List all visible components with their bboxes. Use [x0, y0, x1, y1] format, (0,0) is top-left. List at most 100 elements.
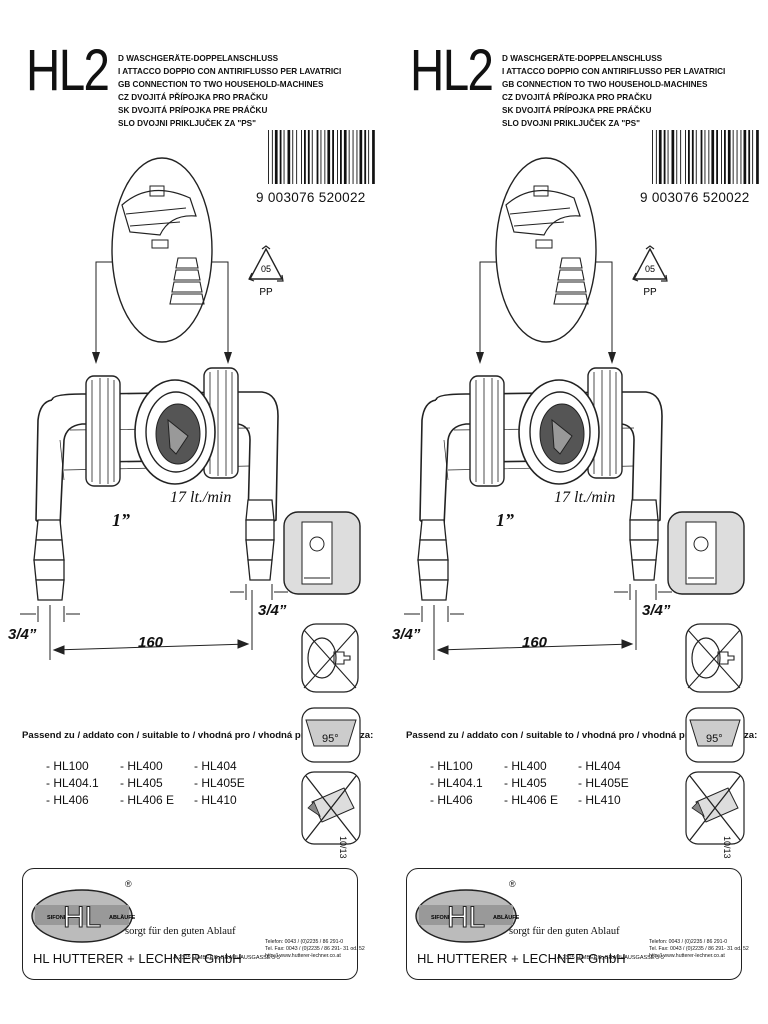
outlet-dimension-left: 3/4” — [8, 626, 37, 643]
model-item: - HL406 — [46, 793, 89, 807]
outlet-dimension-right: 3/4” — [258, 602, 287, 619]
models-column: - HL400 - HL405 - HL406 E — [120, 758, 174, 809]
barcode-bar — [740, 130, 742, 184]
flow-rate-label: 17 lt./min — [554, 489, 616, 506]
barcode-bar — [736, 130, 738, 184]
barcode-bar — [704, 130, 706, 184]
inlet-ring — [518, 379, 600, 485]
registered-mark: ® — [509, 879, 516, 889]
fitting-technical-drawing — [404, 157, 745, 693]
barcode-bar — [372, 130, 375, 184]
barcode-bar — [727, 130, 731, 184]
contact-line: Tel. Fax: 0043 / (0)2235 / 86 291- 31 od… — [265, 946, 365, 952]
registered-mark: ® — [125, 879, 132, 889]
hose-tail-left — [417, 519, 449, 601]
barcode-bar — [680, 130, 682, 184]
width-dimension-label: 160 — [138, 634, 164, 651]
barcode-bar — [271, 130, 273, 184]
product-title: HL2 — [410, 38, 494, 103]
barcode — [652, 130, 759, 184]
outlet-dimension-left: 3/4” — [392, 626, 421, 643]
contact-line: Telefon: 0043 / (0)2235 / 86 291-0 — [649, 939, 728, 945]
contact-line: Tel. Fax: 0043 / (0)2235 / 86 291- 31 od… — [649, 946, 749, 952]
barcode-bar — [752, 130, 754, 184]
logo-sifone-text: SIFONE — [47, 915, 68, 921]
description-line: D WASCHGERÄTE-DOPPELANSCHLUSS — [118, 54, 279, 63]
barcode-bar — [732, 130, 734, 184]
model-item: - HL405E — [578, 776, 629, 790]
barcode-bar — [667, 130, 669, 184]
company-address: A-2325 HIMBERG, BRAUHAUSGASSE 3-5 — [173, 955, 280, 961]
recycle-icon: 05 PP — [248, 245, 284, 298]
logo-hl-text: HL — [63, 901, 101, 934]
contact-line: Telefon: 0043 / (0)2235 / 86 291-0 — [265, 939, 344, 945]
product-description-list: D WASCHGERÄTE-DOPPELANSCHLUSS I ATTACCO … — [502, 52, 725, 130]
compatibility-heading: Passend zu / addato con / suitable to / … — [22, 730, 374, 741]
barcode-bar — [676, 130, 678, 184]
description-line: SK DVOJITÁ PRÍPOJKA PRE PRÁČKU — [118, 106, 268, 115]
barcode-bar — [268, 130, 269, 184]
company-address: A-2325 HIMBERG, BRAUHAUSGASSE 3-5 — [557, 955, 664, 961]
union-nut-left — [469, 375, 505, 487]
barcode-bar — [700, 130, 703, 184]
company-slogan: sorgt für den guten Ablauf — [509, 926, 620, 937]
description-line: CZ DVOJITÁ PŘÍPOJKA PRO PRAČKU — [118, 93, 268, 102]
model-item: - HL410 — [194, 793, 237, 807]
barcode-bar — [364, 130, 367, 184]
company-name: HL HUTTERER + LECHNER GmbH — [417, 951, 626, 966]
barcode-bar — [691, 130, 694, 184]
valve-detail-magnifier — [495, 157, 597, 343]
models-column: - HL100 - HL404.1 - HL406 — [430, 758, 483, 809]
hose-tail-left — [33, 519, 65, 601]
barcode-bar — [663, 130, 666, 184]
barcode-number: 9 003076 520022 — [640, 190, 750, 205]
logo-sifone-text: SIFONE — [431, 915, 452, 921]
hl-logo: SIFONE ABLÄUFE HL — [31, 889, 135, 943]
model-item: - HL405 — [120, 776, 163, 790]
model-item: - HL400 — [504, 759, 547, 773]
description-line: GB CONNECTION TO TWO HOUSEHOLD-MACHINES — [502, 80, 708, 89]
barcode-bar — [287, 130, 291, 184]
model-item: - HL406 E — [120, 793, 175, 807]
recycle-code: 05 — [645, 264, 655, 274]
barcode-bar — [356, 130, 358, 184]
barcode-bar — [304, 130, 306, 184]
model-item: - HL405 — [504, 776, 547, 790]
model-item: - HL405E — [194, 776, 245, 790]
dimension-lines — [20, 584, 288, 660]
models-column: - HL400 - HL405 - HL406 E — [504, 758, 558, 809]
hl-logo: SIFONE ABLÄUFE HL — [415, 889, 519, 943]
recycle-code: 05 — [261, 264, 271, 274]
barcode-bar — [279, 130, 282, 184]
contact-line: http:// www.hutterer-lechner.co.at — [649, 953, 725, 959]
contact-line: http:// www.hutterer-lechner.co.at — [265, 953, 341, 959]
barcode-number: 9 003076 520022 — [256, 190, 366, 205]
barcode-bar — [711, 130, 715, 184]
product-sheet: HL2 D WASCHGERÄTE-DOPPELANSCHLUSS I ATTA… — [384, 0, 768, 1024]
barcode-bar — [316, 130, 319, 184]
model-item: - HL400 — [120, 759, 163, 773]
fitting-technical-drawing — [20, 157, 361, 693]
company-contact: Telefon: 0043 / (0)2235 / 86 291-0 Tel. … — [649, 939, 749, 960]
barcode-bar — [708, 130, 710, 184]
model-item: - HL410 — [578, 793, 621, 807]
thread-size-label: 1” — [112, 510, 130, 530]
temperature-angle-label: 95° — [322, 733, 339, 745]
outlet-dimension-right: 3/4” — [642, 602, 671, 619]
barcode-bar — [327, 130, 331, 184]
thread-size-label: 1” — [496, 510, 514, 530]
temperature-limit-icon — [301, 707, 361, 763]
usage-icons — [301, 707, 361, 845]
manufacturer-footer: SIFONE ABLÄUFE HL ® sorgt für den guten … — [406, 868, 749, 980]
barcode-bar — [332, 130, 334, 184]
barcode-bar — [292, 130, 294, 184]
temperature-angle-label: 95° — [706, 733, 723, 745]
model-item: - HL404 — [578, 759, 621, 773]
description-line: SK DVOJITÁ PRÍPOJKA PRE PRÁČKU — [502, 106, 652, 115]
barcode-bar — [655, 130, 657, 184]
barcode-bar — [337, 130, 338, 184]
barcode-bar — [658, 130, 662, 184]
models-column: - HL100 - HL404.1 - HL406 — [46, 758, 99, 809]
company-slogan: sorgt für den guten Ablauf — [125, 926, 236, 937]
union-nut-left — [85, 375, 121, 487]
